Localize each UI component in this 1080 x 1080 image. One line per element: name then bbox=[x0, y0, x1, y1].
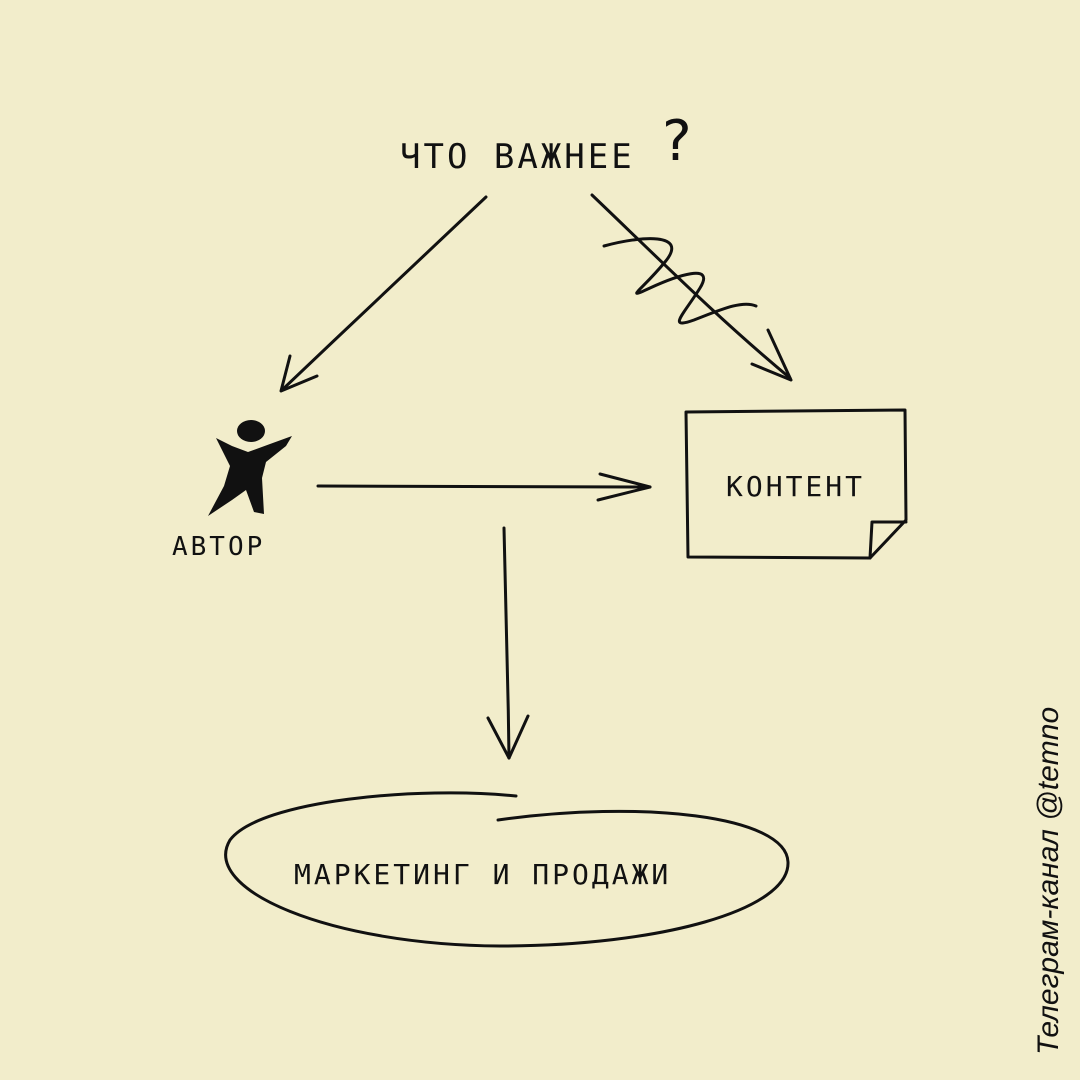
arrow-author-to-content bbox=[316, 472, 652, 502]
author-figure-icon bbox=[208, 420, 292, 516]
question-text: Что важнее bbox=[400, 137, 635, 177]
arrow-question-to-author bbox=[279, 195, 488, 393]
telegram-channel-credit: Телеграм-канал @temno bbox=[1032, 706, 1065, 1055]
content-page-icon bbox=[684, 408, 908, 560]
question-mark: ? bbox=[662, 109, 692, 174]
author-label: Автор bbox=[172, 532, 265, 562]
arrow-question-to-content bbox=[590, 193, 793, 382]
marketing-label: Маркетинг и продажи bbox=[294, 858, 671, 891]
scribble-crossout bbox=[602, 237, 758, 325]
marketing-ellipse bbox=[224, 791, 790, 948]
arrow-to-marketing bbox=[486, 526, 530, 760]
content-label: Контент bbox=[726, 470, 865, 503]
